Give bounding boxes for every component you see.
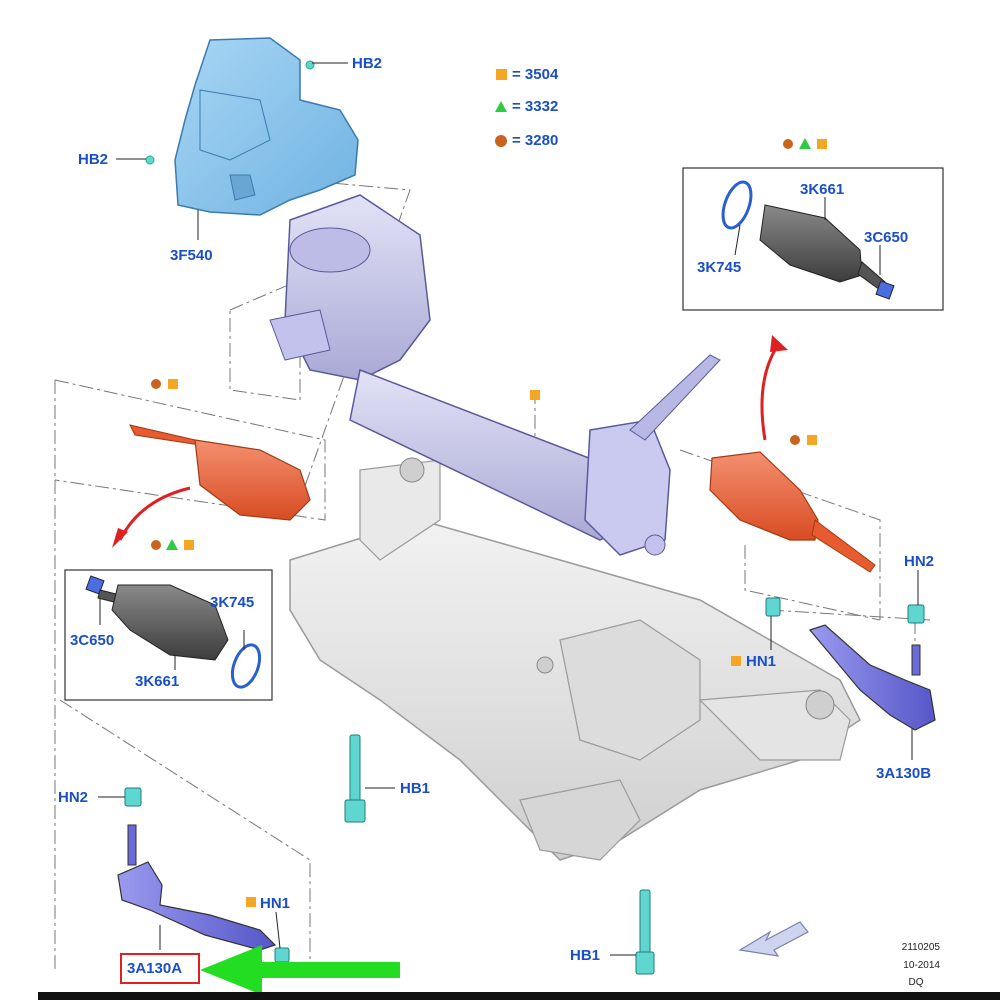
label-3k661-right: 3K661 xyxy=(800,181,845,198)
label-hb1-center: HB1 xyxy=(400,780,431,797)
direction-arrow xyxy=(738,921,809,957)
label-hb2-left: HB2 xyxy=(78,151,109,168)
legend-square-icon xyxy=(496,69,507,80)
drawing-code-line1: 2110205 xyxy=(901,942,940,953)
label-3a130b: 3A130B xyxy=(876,765,932,782)
label-hb2-top: HB2 xyxy=(352,55,383,72)
legend-3280: = 3280 xyxy=(512,132,559,149)
label-3a130a: 3A130A xyxy=(127,960,183,977)
label-3c650-left: 3C650 xyxy=(70,632,115,649)
drawing-code-line2: 10-2014 xyxy=(903,959,940,971)
label-hn1-left: HN1 xyxy=(260,895,291,912)
tie-rod-left xyxy=(117,824,277,951)
label-3f540: 3F540 xyxy=(170,247,213,264)
highlight-box-3a130a xyxy=(120,953,200,984)
legend-circle-icon xyxy=(495,135,507,147)
drawing-code: 2110205 10-2014 DQ xyxy=(870,942,940,990)
label-hn2-right: HN2 xyxy=(904,553,935,570)
bottom-border xyxy=(38,992,1000,1000)
drawing-code-line3: DQ xyxy=(908,977,924,988)
green-pointer-arrow xyxy=(200,945,400,995)
label-hn1-right: HN1 xyxy=(746,653,777,670)
arrow-head-down xyxy=(112,528,128,548)
leader-lines xyxy=(98,62,919,956)
subframe xyxy=(289,457,861,861)
label-hb1-bottom: HB1 xyxy=(570,947,601,964)
tie-rod-right xyxy=(808,624,936,731)
heat-shield xyxy=(145,37,359,216)
legend-symbols xyxy=(495,69,507,147)
arrow-head-up xyxy=(770,335,788,352)
legend-3504: = 3504 xyxy=(512,66,559,83)
left-inset xyxy=(64,569,273,701)
hb2-clip-top xyxy=(305,60,315,70)
hb2-clip-left xyxy=(145,155,155,165)
right-boot xyxy=(709,451,876,573)
steering-rack xyxy=(269,194,721,556)
fasteners xyxy=(124,597,925,975)
label-3k745-right: 3K745 xyxy=(697,259,742,276)
left-boot xyxy=(129,424,311,521)
callout-markers xyxy=(151,138,827,907)
label-3k661-left: 3K661 xyxy=(135,673,180,690)
label-3c650-right: 3C650 xyxy=(864,229,909,246)
legend-3332: = 3332 xyxy=(512,98,559,115)
legend-triangle-icon xyxy=(495,101,507,112)
label-3k745-left: 3K745 xyxy=(210,594,255,611)
right-inset xyxy=(682,167,944,311)
label-hn2-left: HN2 xyxy=(58,789,89,806)
